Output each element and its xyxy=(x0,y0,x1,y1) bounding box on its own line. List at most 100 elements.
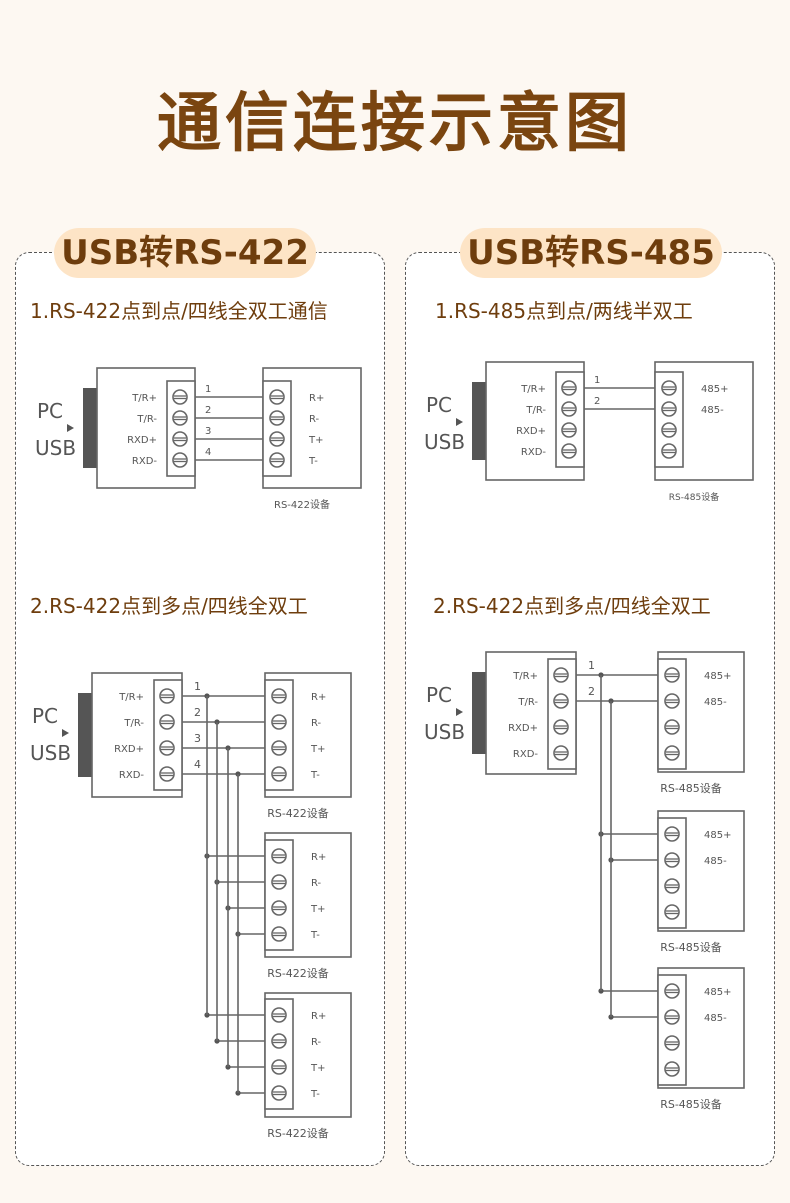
wire-number: 1 xyxy=(588,659,595,672)
device-label: RS-422设备 xyxy=(267,806,329,820)
pin-label: 485- xyxy=(701,405,724,416)
screw-terminal-icon xyxy=(561,422,577,438)
screw-terminal-icon xyxy=(271,740,287,756)
wire-number: 2 xyxy=(194,706,201,719)
pin-label: RXD- xyxy=(521,447,546,458)
device-label: RS-422设备 xyxy=(267,966,329,980)
pin-label: RXD+ xyxy=(508,723,538,734)
screw-terminal-icon xyxy=(271,1007,287,1023)
wire-number: 1 xyxy=(205,384,211,395)
screw-terminal-icon xyxy=(271,1033,287,1049)
pin-label: T/R+ xyxy=(512,671,538,682)
pin-label: R- xyxy=(311,878,322,889)
pin-label: R+ xyxy=(309,393,324,404)
pin-label: 485+ xyxy=(701,384,728,395)
pin-label: T/R- xyxy=(525,405,546,416)
pc-label: PC xyxy=(37,399,63,423)
usb-label: USB xyxy=(35,436,76,460)
screw-terminal-icon xyxy=(271,874,287,890)
arrow-right-icon xyxy=(456,418,463,426)
wire-number: 3 xyxy=(194,732,201,745)
screw-terminal-icon xyxy=(664,719,680,735)
pin-label: T+ xyxy=(310,904,326,915)
panel-heading-rs422: USB转RS-422 xyxy=(54,228,316,278)
device-label: RS-422设备 xyxy=(267,1126,329,1140)
pin-label: R+ xyxy=(311,1011,326,1022)
screw-terminal-icon xyxy=(271,926,287,942)
screw-terminal-icon xyxy=(159,688,175,704)
arrow-right-icon xyxy=(456,708,463,716)
section-title-422-p2p: 1.RS-422点到点/四线全双工通信 xyxy=(30,299,328,323)
screw-terminal-icon xyxy=(561,443,577,459)
screw-terminal-icon xyxy=(664,852,680,868)
pin-label: T- xyxy=(310,1089,320,1100)
usb-connector xyxy=(78,693,92,777)
panel-heading-rs485: USB转RS-485 xyxy=(460,228,722,278)
screw-terminal-icon xyxy=(172,431,188,447)
pin-label: T- xyxy=(310,930,320,941)
device-label: RS-422设备 xyxy=(274,498,330,511)
pin-label: 485+ xyxy=(704,830,731,841)
screw-terminal-icon xyxy=(271,714,287,730)
pin-label: T+ xyxy=(308,435,324,446)
usb-label: USB xyxy=(424,430,465,454)
screw-terminal-icon xyxy=(172,389,188,405)
screw-terminal-icon xyxy=(661,380,677,396)
screw-terminal-icon xyxy=(269,431,285,447)
pin-label: T+ xyxy=(310,1063,326,1074)
usb-connector xyxy=(472,382,486,460)
pin-label: T/R- xyxy=(517,697,538,708)
pc-label: PC xyxy=(32,704,58,728)
screw-terminal-icon xyxy=(269,452,285,468)
pin-label: T- xyxy=(310,770,320,781)
screw-terminal-icon xyxy=(664,904,680,920)
pin-label: 485+ xyxy=(704,671,731,682)
usb-label: USB xyxy=(30,741,71,765)
screw-terminal-icon xyxy=(664,693,680,709)
pin-label: R+ xyxy=(311,692,326,703)
screw-terminal-icon xyxy=(661,422,677,438)
screw-terminal-icon xyxy=(553,719,569,735)
screw-terminal-icon xyxy=(661,443,677,459)
wire-number: 2 xyxy=(594,396,600,407)
pin-label: R- xyxy=(311,1037,322,1048)
device-label: RS-485设备 xyxy=(660,1097,722,1111)
arrow-right-icon xyxy=(62,729,69,737)
pin-label: 485- xyxy=(704,1013,727,1024)
screw-terminal-icon xyxy=(269,389,285,405)
wire-number: 3 xyxy=(205,426,211,437)
screw-terminal-icon xyxy=(664,983,680,999)
pin-label: R+ xyxy=(311,852,326,863)
pin-label: RXD- xyxy=(132,456,157,467)
screw-terminal-icon xyxy=(172,410,188,426)
screw-terminal-icon xyxy=(553,693,569,709)
pin-label: 485+ xyxy=(704,987,731,998)
screw-terminal-icon xyxy=(271,688,287,704)
screw-terminal-icon xyxy=(269,410,285,426)
wire-number: 4 xyxy=(205,447,211,458)
screw-terminal-icon xyxy=(271,900,287,916)
pin-label: RXD- xyxy=(119,770,144,781)
pin-label: 485- xyxy=(704,697,727,708)
screw-terminal-icon xyxy=(664,745,680,761)
wire-number: 2 xyxy=(205,405,211,416)
pin-label: T/R- xyxy=(123,718,144,729)
screw-terminal-icon xyxy=(664,1009,680,1025)
wire-number: 4 xyxy=(194,758,201,771)
screw-terminal-icon xyxy=(271,1059,287,1075)
screw-terminal-icon xyxy=(271,848,287,864)
screw-terminal-icon xyxy=(271,766,287,782)
screw-terminal-icon xyxy=(553,667,569,683)
pc-label: PC xyxy=(426,683,452,707)
pc-label: PC xyxy=(426,393,452,417)
section-title-485-multi: 2.RS-422点到多点/四线全双工 xyxy=(433,594,711,618)
device-label: RS-485设备 xyxy=(660,781,722,795)
screw-terminal-icon xyxy=(664,826,680,842)
screw-terminal-icon xyxy=(561,380,577,396)
screw-terminal-icon xyxy=(661,401,677,417)
section-title-485-p2p: 1.RS-485点到点/两线半双工 xyxy=(435,299,693,323)
arrow-right-icon xyxy=(67,424,74,432)
pin-label: T+ xyxy=(310,744,326,755)
pin-label: RXD+ xyxy=(114,744,144,755)
